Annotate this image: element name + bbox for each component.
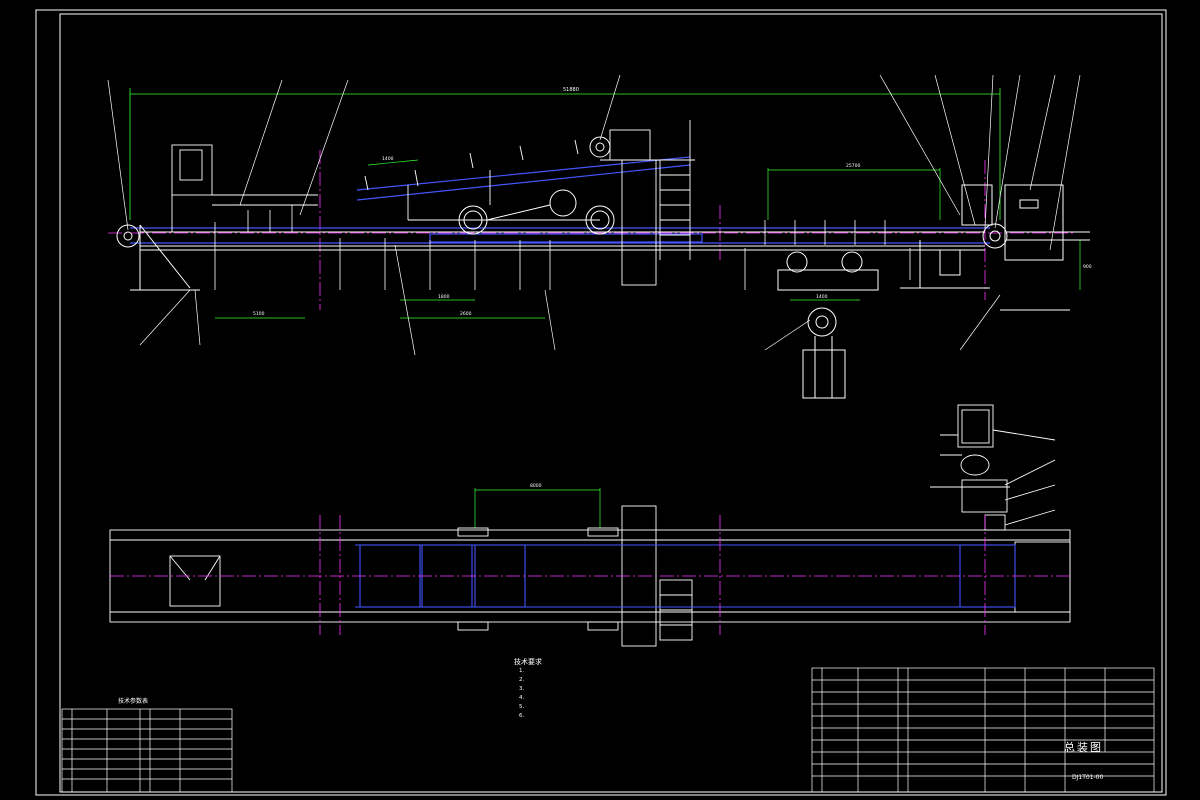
plan-centerlines <box>110 515 1070 635</box>
note-line: 1. <box>519 668 525 674</box>
idler-supports <box>214 205 911 290</box>
note-line: 5. <box>519 704 525 710</box>
drive-unit-detail <box>930 404 1056 531</box>
note-line: 6. <box>519 713 525 719</box>
drive-tower <box>600 120 695 286</box>
title-block <box>811 667 1155 793</box>
params-table <box>61 708 233 793</box>
dim-mid-lower-2-label: 2600 <box>460 311 472 317</box>
centerlines <box>108 150 1075 310</box>
technical-notes: 1. 2. 3. 4. 5. 6. <box>519 667 799 721</box>
dim-left-lower-label: 5100 <box>253 311 265 317</box>
note-line: 4. <box>519 695 525 701</box>
drawing-frame <box>35 9 1167 796</box>
technical-notes-heading: 技术要求 <box>514 658 542 666</box>
dim-mid-lower-1-label: 1800 <box>438 294 450 300</box>
leader-lines <box>107 74 1081 356</box>
drawing-title: 总装图 <box>1064 741 1103 754</box>
note-line: 3. <box>519 686 525 692</box>
incline-dimension-label: 1400 <box>382 156 394 162</box>
right-span-dimension <box>767 168 941 220</box>
params-table-heading: 技术参数表 <box>118 698 149 705</box>
conveyor-belt <box>130 156 990 244</box>
elevation-view: 51880 <box>107 74 1092 399</box>
plan-width-label: 8000 <box>530 483 542 489</box>
frame-stringers <box>140 231 985 251</box>
right-span-label: 25700 <box>846 163 860 169</box>
plan-dimension <box>474 488 601 528</box>
head-drum <box>900 184 1090 311</box>
incline-dimension <box>367 159 419 166</box>
tail-drum <box>116 224 200 291</box>
plan-view: 8000 <box>109 483 1071 647</box>
dim-right-height-label: 900 <box>1083 264 1092 270</box>
overall-length-dimension <box>129 88 1001 220</box>
dim-right-small-label: 1400 <box>816 294 828 300</box>
drawing-number: DJ1T01-00 <box>1072 774 1104 781</box>
takeup-drums <box>777 251 879 399</box>
feed-hopper <box>171 144 318 232</box>
lower-dimensions <box>215 240 1081 319</box>
overall-length-label: 51880 <box>563 87 579 93</box>
inclined-idlers <box>364 139 600 221</box>
note-line: 2. <box>519 677 525 683</box>
tension-drums <box>458 136 615 235</box>
